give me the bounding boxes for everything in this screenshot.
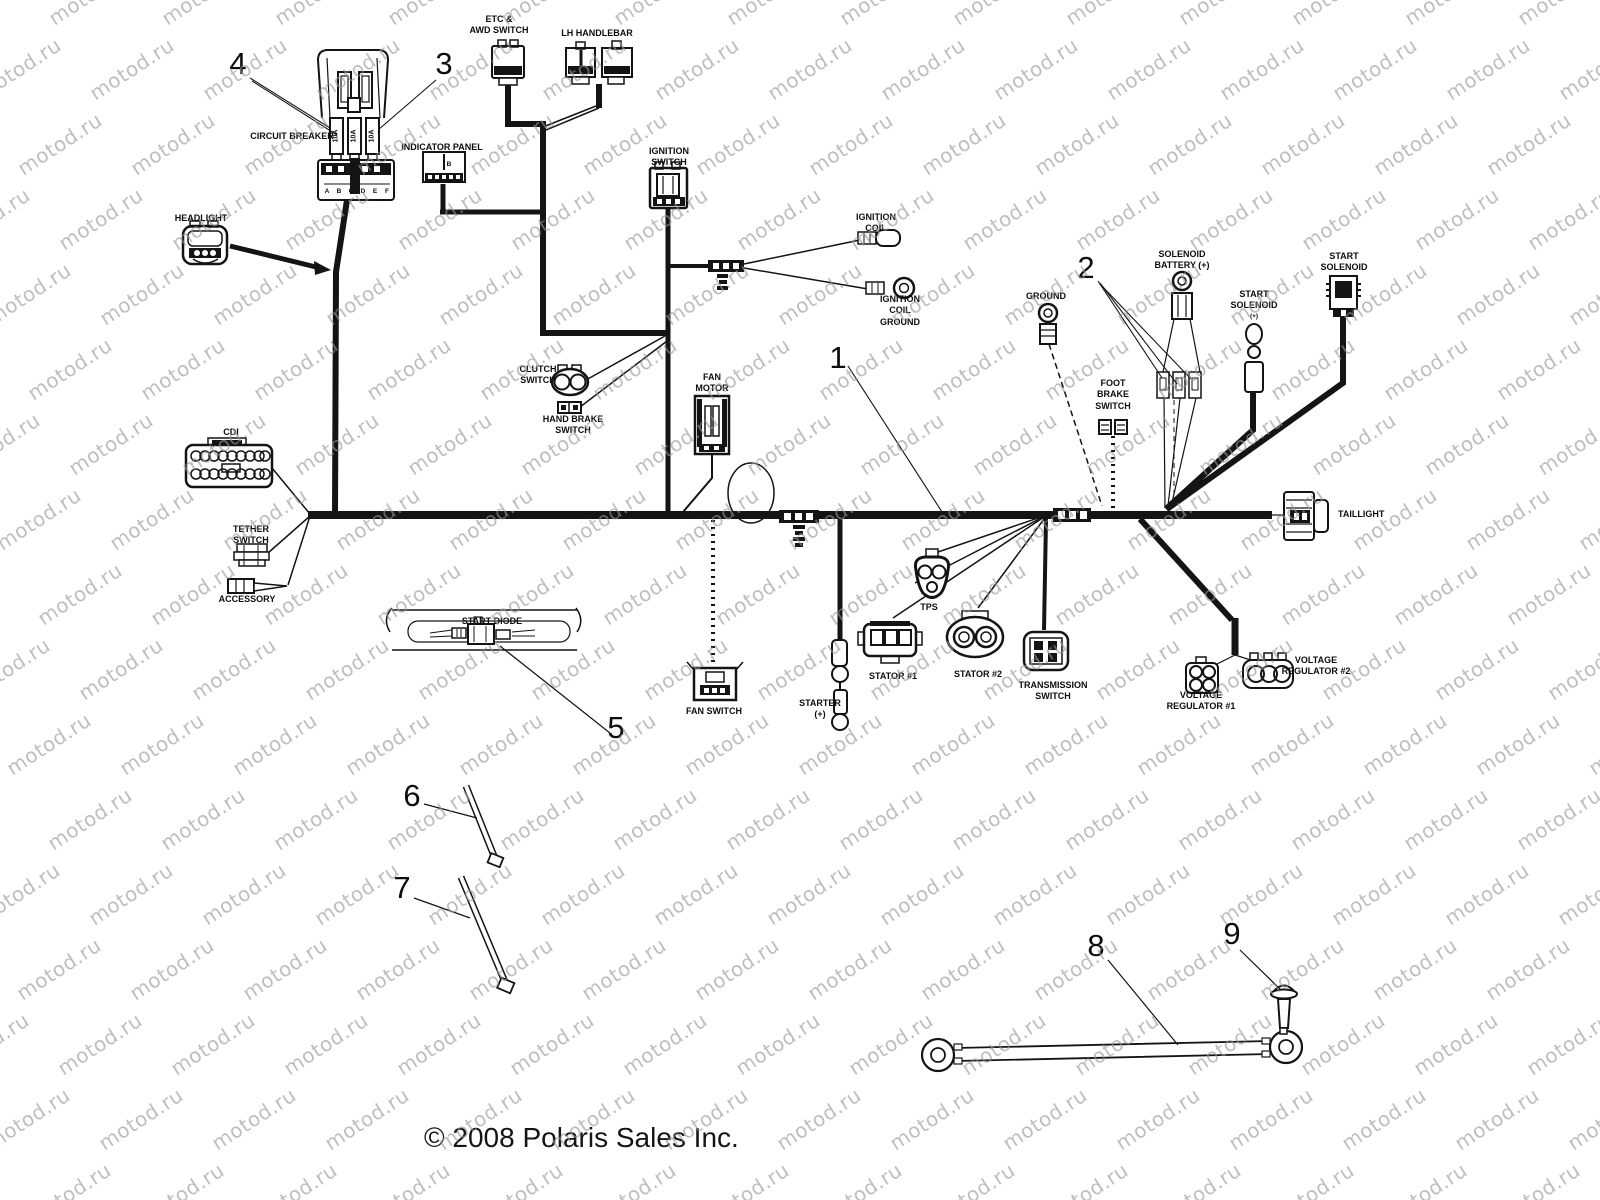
start-diode-assembly — [385, 607, 611, 734]
solenoid-battery-assembly — [1156, 270, 1202, 399]
wire-start-solenoid-mid — [1163, 392, 1256, 512]
wire-sensor-fanout — [892, 514, 1048, 619]
fan-motor-connector — [693, 394, 731, 456]
headlight-connector — [181, 220, 229, 266]
inline-connector-bus-left — [779, 510, 819, 547]
stator-2-connector — [945, 610, 1005, 659]
ignition-switch-connector — [648, 161, 689, 210]
wire-voltage-regulator-branch — [1137, 516, 1264, 671]
voltage-regulator-1-connector — [1185, 656, 1219, 694]
wire-indicator-panel-feed — [440, 184, 545, 215]
wire-transmission-drop — [1042, 518, 1048, 631]
wire-fan-motor-lead — [682, 454, 713, 513]
ground-terminal — [1037, 302, 1059, 345]
wire-clutch-handbrake-leaders — [579, 335, 668, 408]
tether-switch-connector — [233, 543, 270, 567]
callout-balloon-ellipse — [727, 462, 775, 524]
callout-leaders — [249, 77, 1192, 513]
ignition-coil-terminal — [857, 229, 901, 247]
accessory-connector — [227, 578, 288, 594]
wire-start-solenoid-right — [1165, 316, 1346, 512]
ignition-coil-ground-terminal — [865, 276, 916, 300]
taillight-connector — [1283, 491, 1329, 541]
wire-cdi-leaders — [267, 467, 311, 586]
wire-starter-drop — [831, 519, 849, 731]
bolt-9 — [1239, 949, 1298, 1035]
stator-1-connector — [857, 621, 923, 664]
copyright-text: © 2008 Polaris Sales Inc. — [424, 1122, 739, 1153]
indicator-panel-connector — [422, 151, 466, 183]
ground-strap-8 — [920, 959, 1304, 1073]
circuit-breaker-assembly — [316, 49, 395, 201]
clutch-switch-connector — [550, 364, 590, 397]
wire-solenoid-battery-leads — [1163, 397, 1197, 509]
start-solenoid-mid-terminal — [1244, 323, 1264, 393]
start-solenoid-right-connector — [1326, 275, 1361, 317]
wire-ignition-coil-branch — [668, 239, 869, 290]
hand-brake-switch-connector — [557, 401, 582, 414]
inline-connector-bus-right — [1053, 508, 1091, 522]
wire-circuit-breaker-feed — [332, 199, 350, 516]
transmission-switch-connector — [1022, 630, 1070, 672]
wire-headlight-arrow — [229, 243, 331, 275]
lh-handlebar-connectors — [565, 40, 633, 85]
voltage-regulator-2-connector — [1242, 652, 1294, 689]
cable-tie-6 — [423, 784, 505, 869]
foot-brake-switch-connector — [1098, 419, 1128, 435]
etc-awd-connector — [491, 39, 525, 86]
tps-connector — [913, 548, 951, 599]
wire-handlebar-feed — [505, 84, 668, 336]
fan-switch-connector — [686, 661, 744, 702]
wire-ground-lead — [1048, 343, 1103, 507]
cdi-connector — [184, 437, 274, 489]
cable-tie-7 — [413, 875, 516, 995]
